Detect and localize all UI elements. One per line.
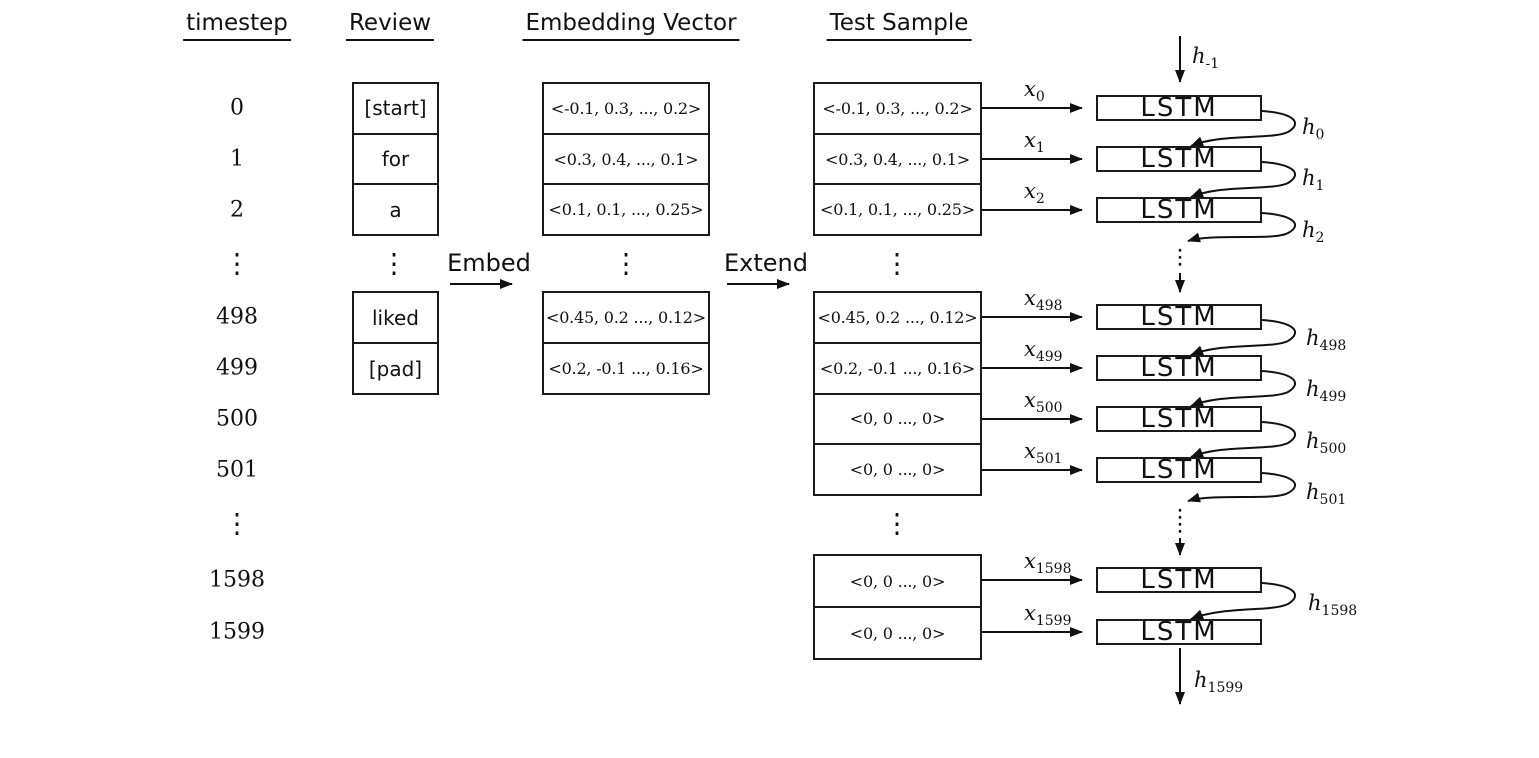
h-curve-0 [1190, 110, 1296, 147]
timestep-value: 498 [216, 304, 258, 330]
h-curve-2-to-dots [1187, 212, 1296, 243]
embedding-cell: <0.1, 0.1, ..., 0.25> [548, 200, 704, 220]
x-input-label-1: x1 [1024, 128, 1045, 156]
test-sample-cell: <-0.1, 0.3, ..., 0.2> [815, 84, 980, 135]
h-curve-499 [1190, 370, 1296, 407]
embedding-cell: <0.3, 0.4, ..., 0.1> [544, 135, 708, 186]
h-curve-1598 [1190, 582, 1296, 620]
review-box-bottom: liked [pad] [352, 291, 439, 395]
review-cell: [pad] [368, 356, 423, 381]
test-sample-cell: <0.45, 0.2 ..., 0.12> [815, 293, 980, 344]
ellipsis-review: ⋮ [380, 248, 408, 280]
embedding-cell: <-0.1, 0.3, ..., 0.2> [544, 84, 708, 135]
h-curve-500 [1190, 421, 1296, 458]
test-sample-cell: <0, 0 ..., 0> [815, 556, 980, 608]
extend-operation-label: Extend [724, 249, 808, 277]
embed-operation-label: Embed [447, 249, 531, 277]
h-state-label-501: h501 [1306, 480, 1347, 508]
review-cell: for [354, 135, 437, 186]
embedding-cell: <0.2, -0.1 ..., 0.16> [548, 359, 704, 378]
ellipsis-test-1: ⋮ [883, 248, 911, 280]
timestep-value: 501 [216, 457, 258, 483]
ellipsis-test-2: ⋮ [883, 508, 911, 540]
x-input-label-499: x499 [1024, 337, 1063, 365]
h-state-label-499: h499 [1306, 377, 1347, 405]
h-curve-498 [1190, 319, 1296, 356]
h-state-label-init: h-1 [1192, 44, 1220, 72]
h-state-label-1599: h1599 [1194, 668, 1244, 696]
lstm-cell-1: LSTM [1096, 146, 1262, 172]
timestep-value: 0 [230, 95, 244, 121]
ellipsis-timestep-2: ⋮ [223, 508, 251, 540]
x-input-label-1599: x1599 [1024, 601, 1072, 629]
timestep-value: 500 [216, 406, 258, 432]
x-input-label-1598: x1598 [1024, 549, 1072, 577]
timestep-value: 499 [216, 355, 258, 381]
review-cell: a [389, 197, 402, 222]
h-state-label-1: h1 [1302, 166, 1325, 194]
test-sample-cell: <0, 0 ..., 0> [815, 395, 980, 446]
test-sample-box-bottom: <0, 0 ..., 0> <0, 0 ..., 0> [813, 554, 982, 660]
ellipsis-embedding: ⋮ [612, 248, 640, 280]
h-state-label-2: h2 [1302, 218, 1325, 246]
h-state-label-0: h0 [1302, 115, 1325, 143]
x-input-label-498: x498 [1024, 286, 1063, 314]
h-state-label-500: h500 [1306, 429, 1347, 457]
timestep-value: 1 [230, 146, 244, 172]
embedding-box-top: <-0.1, 0.3, ..., 0.2> <0.3, 0.4, ..., 0.… [542, 82, 710, 236]
test-sample-cell: <0.2, -0.1 ..., 0.16> [815, 344, 980, 395]
review-cell: [start] [354, 84, 437, 135]
test-sample-cell: <0, 0 ..., 0> [849, 623, 946, 643]
h-curve-501-to-dots [1187, 472, 1296, 503]
lstm-cell-2: LSTM [1096, 197, 1262, 223]
embedding-box-bottom: <0.45, 0.2 ..., 0.12> <0.2, -0.1 ..., 0.… [542, 291, 710, 395]
lstm-cell-500: LSTM [1096, 406, 1262, 432]
x-input-label-501: x501 [1024, 439, 1063, 467]
col-header-review: Review [345, 10, 435, 41]
col-header-timestep: timestep [183, 10, 291, 41]
lstm-cell-498: LSTM [1096, 304, 1262, 330]
review-box-top: [start] for a [352, 82, 439, 236]
lstm-cell-1599: LSTM [1096, 619, 1262, 645]
timestep-value: 1599 [209, 619, 265, 645]
embedding-cell: <0.45, 0.2 ..., 0.12> [544, 293, 708, 344]
test-sample-cell: <0, 0 ..., 0> [849, 460, 946, 480]
test-sample-cell: <0.1, 0.1, ..., 0.25> [820, 200, 975, 220]
timestep-value: 1598 [209, 567, 265, 593]
h-curve-1 [1190, 161, 1296, 198]
review-cell: liked [354, 293, 437, 344]
ellipsis-timestep-1: ⋮ [223, 248, 251, 280]
h-state-label-1598: h1598 [1308, 591, 1358, 619]
lstm-cell-1598: LSTM [1096, 567, 1262, 593]
h-state-label-498: h498 [1306, 326, 1347, 354]
timestep-value: 2 [230, 197, 244, 223]
lstm-cell-499: LSTM [1096, 355, 1262, 381]
lstm-cell-0: LSTM [1096, 95, 1262, 121]
x-input-label-0: x0 [1024, 77, 1045, 105]
col-header-embedding-vector: Embedding Vector [522, 10, 740, 41]
col-header-test-sample: Test Sample [826, 10, 972, 41]
lstm-cell-501: LSTM [1096, 457, 1262, 483]
test-sample-cell: <0.3, 0.4, ..., 0.1> [815, 135, 980, 186]
test-sample-box-top: <-0.1, 0.3, ..., 0.2> <0.3, 0.4, ..., 0.… [813, 82, 982, 236]
test-sample-box-middle: <0.45, 0.2 ..., 0.12> <0.2, -0.1 ..., 0.… [813, 291, 982, 496]
x-input-label-500: x500 [1024, 388, 1063, 416]
x-input-label-2: x2 [1024, 179, 1045, 207]
